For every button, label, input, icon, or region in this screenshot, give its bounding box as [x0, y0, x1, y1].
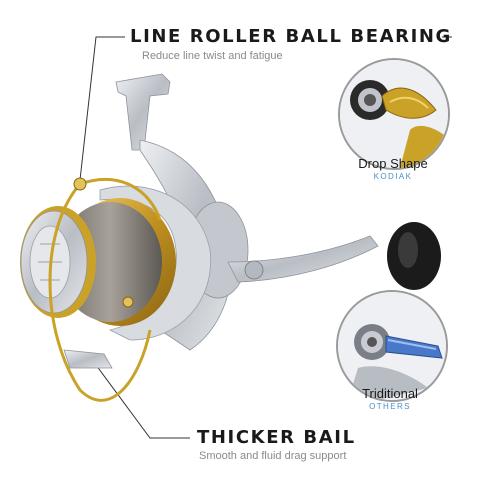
traditional-brand: OTHERS: [369, 402, 411, 411]
drop-shape-handle-image: [340, 60, 448, 168]
thicker-bail-title: THICKER BAIL: [197, 427, 356, 448]
drop-shape-brand: KODIAK: [373, 172, 413, 181]
bail-arm: [63, 349, 113, 369]
line-roller-title: LINE ROLLER BALL BEARING: [130, 26, 452, 47]
line-roller: [73, 177, 87, 191]
traditional-handle-image: [338, 292, 446, 400]
traditional-label: Triditional: [362, 386, 418, 401]
line-roller-subtitle: Reduce line twist and fatigue: [142, 50, 283, 62]
callout-lines: [79, 36, 452, 439]
bottom-callout-line: [95, 364, 190, 439]
reel-foot: [115, 73, 171, 151]
thicker-bail-subtitle: Smooth and fluid drag support: [199, 450, 347, 462]
bail-wire: [48, 183, 152, 402]
traditional-inset: [336, 290, 448, 402]
top-callout-line: [79, 36, 125, 181]
drop-shape-label: Drop Shape: [358, 156, 428, 171]
handle-arm: [227, 235, 379, 283]
rotor: [99, 185, 212, 341]
drop-shape-inset: [338, 58, 450, 170]
